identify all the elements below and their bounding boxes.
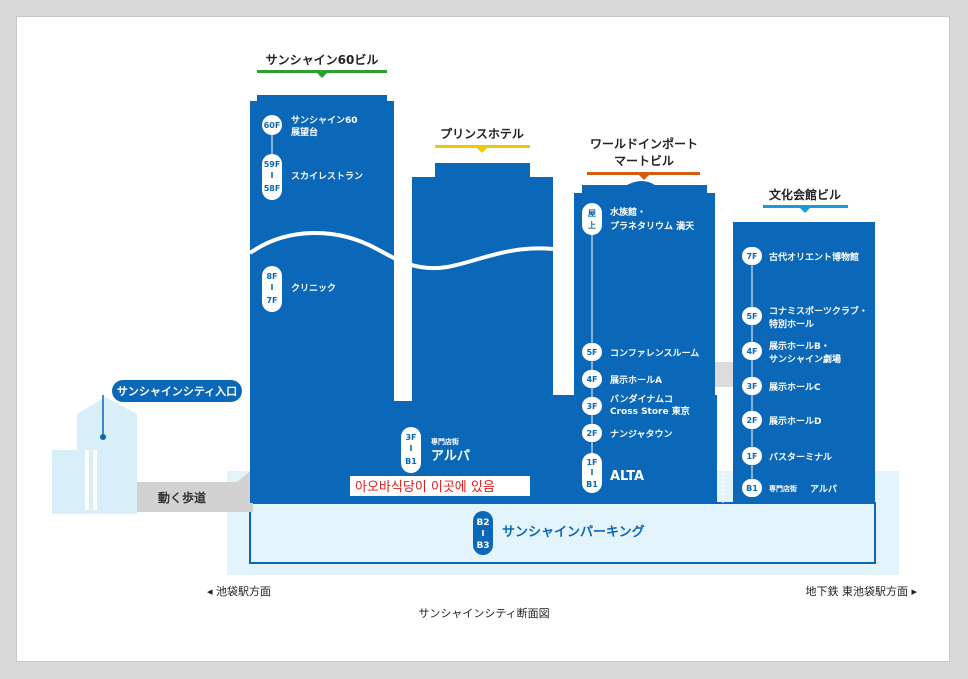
svg-text:ナンジャタウン: ナンジャタウン [610, 428, 673, 440]
svg-text:Cross Store 東京: Cross Store 東京 [610, 405, 690, 417]
svg-text:I: I [482, 529, 485, 538]
entrance-label: サンシャインシティ入口 [117, 385, 237, 398]
parking-floor[interactable]: B2 I B3 サンシャインパーキング [473, 511, 645, 555]
floor-59f-58f[interactable]: 59F I 58F スカイレストラン [262, 154, 363, 200]
svg-text:3F: 3F [746, 382, 757, 391]
entrance-pill[interactable] [112, 380, 242, 402]
svg-text:2F: 2F [586, 429, 597, 438]
svg-text:展望台: 展望台 [291, 126, 318, 138]
svg-text:B3: B3 [476, 541, 489, 551]
svg-text:B1: B1 [746, 484, 758, 493]
footer-left: ◂ 池袋駅方面 [207, 584, 271, 598]
svg-text:60F: 60F [264, 121, 281, 130]
floor-bunka-2f[interactable]: 2F 展示ホールD [742, 411, 821, 429]
svg-text:サンシャイン劇場: サンシャイン劇場 [769, 353, 841, 365]
svg-text:7F: 7F [746, 252, 757, 261]
svg-text:5F: 5F [586, 348, 597, 357]
walkway-label: 動く歩道 [158, 490, 206, 505]
svg-text:スカイレストラン: スカイレストラン [291, 171, 363, 182]
moving-walkway [137, 469, 253, 512]
floor-alpa[interactable]: 3F I B1 専門店街 アルパ [401, 427, 470, 473]
svg-text:水族館・: 水族館・ [610, 206, 646, 218]
floor-wim-2f[interactable]: 2F ナンジャタウン [582, 424, 673, 442]
svg-text:2F: 2F [746, 416, 757, 425]
svg-text:5F: 5F [746, 312, 757, 321]
svg-text:サンシャイン60: サンシャイン60 [291, 115, 358, 126]
svg-text:4F: 4F [586, 375, 597, 384]
svg-text:展示ホールD: 展示ホールD [769, 416, 821, 427]
svg-text:8F: 8F [266, 272, 277, 281]
svg-text:サンシャイン60ビル: サンシャイン60ビル [266, 52, 379, 67]
svg-text:展示ホールC: 展示ホールC [769, 382, 821, 393]
svg-text:B2: B2 [476, 518, 489, 528]
side-stairs [715, 362, 733, 387]
floor-bunka-1f[interactable]: 1F バスターミナル [742, 447, 832, 465]
svg-text:プリンスホテル: プリンスホテル [440, 126, 524, 141]
svg-text:7F: 7F [266, 296, 277, 305]
svg-text:アルパ: アルパ [810, 483, 837, 495]
entrance-building [52, 395, 137, 514]
svg-text:コンファレンスルーム: コンファレンスルーム [610, 348, 699, 359]
svg-text:マートビル: マートビル [614, 153, 674, 168]
floor-bunka-5f[interactable]: 5F コナミスポーツクラブ・ 特別ホール [742, 305, 868, 330]
svg-text:展示ホールA: 展示ホールA [610, 375, 662, 386]
floor-wim-3f[interactable]: 3F バンダイナムコ Cross Store 東京 [582, 393, 690, 417]
svg-text:アルパ: アルパ [431, 449, 470, 464]
svg-text:I: I [271, 283, 274, 292]
svg-text:古代オリエント博物館: 古代オリエント博物館 [769, 251, 859, 263]
svg-text:58F: 58F [264, 184, 281, 193]
svg-text:プラネタリウム 満天: プラネタリウム 満天 [610, 220, 695, 232]
parking-level [249, 502, 876, 564]
svg-text:I: I [410, 444, 413, 453]
annotation-box: 아오바식당이 이곳에 있음 [350, 476, 530, 496]
svg-text:59F: 59F [264, 160, 281, 169]
svg-text:専門店街: 専門店街 [431, 437, 459, 446]
svg-text:3F: 3F [586, 402, 597, 411]
svg-text:特別ホール: 特別ホール [769, 318, 814, 330]
prince-header: プリンスホテル [435, 126, 530, 153]
svg-text:3F: 3F [405, 433, 416, 442]
floor-wim-1f-b1[interactable]: 1F I B1 ALTA [582, 453, 644, 493]
svg-text:ワールドインポート: ワールドインポート [590, 136, 698, 151]
svg-text:バスターミナル: バスターミナル [769, 451, 832, 463]
svg-text:ALTA: ALTA [610, 469, 644, 484]
svg-text:屋: 屋 [588, 208, 596, 218]
floor-bunka-3f[interactable]: 3F 展示ホールC [742, 377, 821, 395]
svg-text:1F: 1F [586, 458, 597, 467]
sunshine60-header: サンシャイン60ビル [257, 52, 387, 78]
svg-text:バンダイナムコ: バンダイナムコ [610, 393, 673, 405]
svg-text:展示ホールB・: 展示ホールB・ [769, 341, 830, 352]
svg-text:クリニック: クリニック [291, 283, 336, 294]
svg-text:I: I [591, 468, 594, 477]
footer-right: 地下鉄 東池袋駅方面 ▸ [805, 584, 917, 598]
floor-wim-5f[interactable]: 5F コンファレンスルーム [582, 343, 699, 361]
svg-text:4F: 4F [746, 347, 757, 356]
world-import-header: ワールドインポート マートビル [587, 136, 700, 180]
svg-text:上: 上 [588, 220, 596, 230]
floor-60f[interactable]: 60F サンシャイン60 展望台 [262, 115, 358, 138]
bunka-header: 文化会館ビル [763, 187, 848, 213]
annotation-text: 아오바식당이 이곳에 있음 [355, 480, 495, 495]
floor-8f-7f[interactable]: 8F I 7F クリニック [262, 266, 336, 312]
cross-section-diagram: サンシャインシティ入口 動く歩道 サンシャイン60ビル プリンスホテル ワールド… [52, 52, 917, 620]
world-import-building [574, 181, 715, 445]
floor-bunka-4f[interactable]: 4F 展示ホールB・ サンシャイン劇場 [742, 341, 841, 365]
footer-caption: サンシャインシティ断面図 [418, 606, 549, 620]
svg-text:B1: B1 [405, 457, 417, 466]
diagram-frame: サンシャインシティ入口 動く歩道 サンシャイン60ビル プリンスホテル ワールド… [16, 16, 950, 662]
svg-text:専門店街: 専門店街 [769, 484, 797, 493]
prince-hotel-building [412, 163, 553, 397]
svg-text:1F: 1F [746, 452, 757, 461]
floor-bunka-7f[interactable]: 7F 古代オリエント博物館 [742, 247, 859, 265]
floor-rooftop[interactable]: 屋 上 水族館・ プラネタリウム 満天 [582, 203, 695, 235]
svg-text:B1: B1 [586, 480, 598, 489]
floor-bunka-b1[interactable]: B1 専門店街 アルパ [742, 479, 837, 497]
svg-text:文化会館ビル: 文化会館ビル [769, 187, 841, 202]
svg-text:コナミスポーツクラブ・: コナミスポーツクラブ・ [769, 305, 868, 317]
floor-wim-4f[interactable]: 4F 展示ホールA [582, 370, 662, 388]
svg-text:I: I [271, 171, 274, 180]
svg-text:サンシャインパーキング: サンシャインパーキング [502, 524, 645, 540]
